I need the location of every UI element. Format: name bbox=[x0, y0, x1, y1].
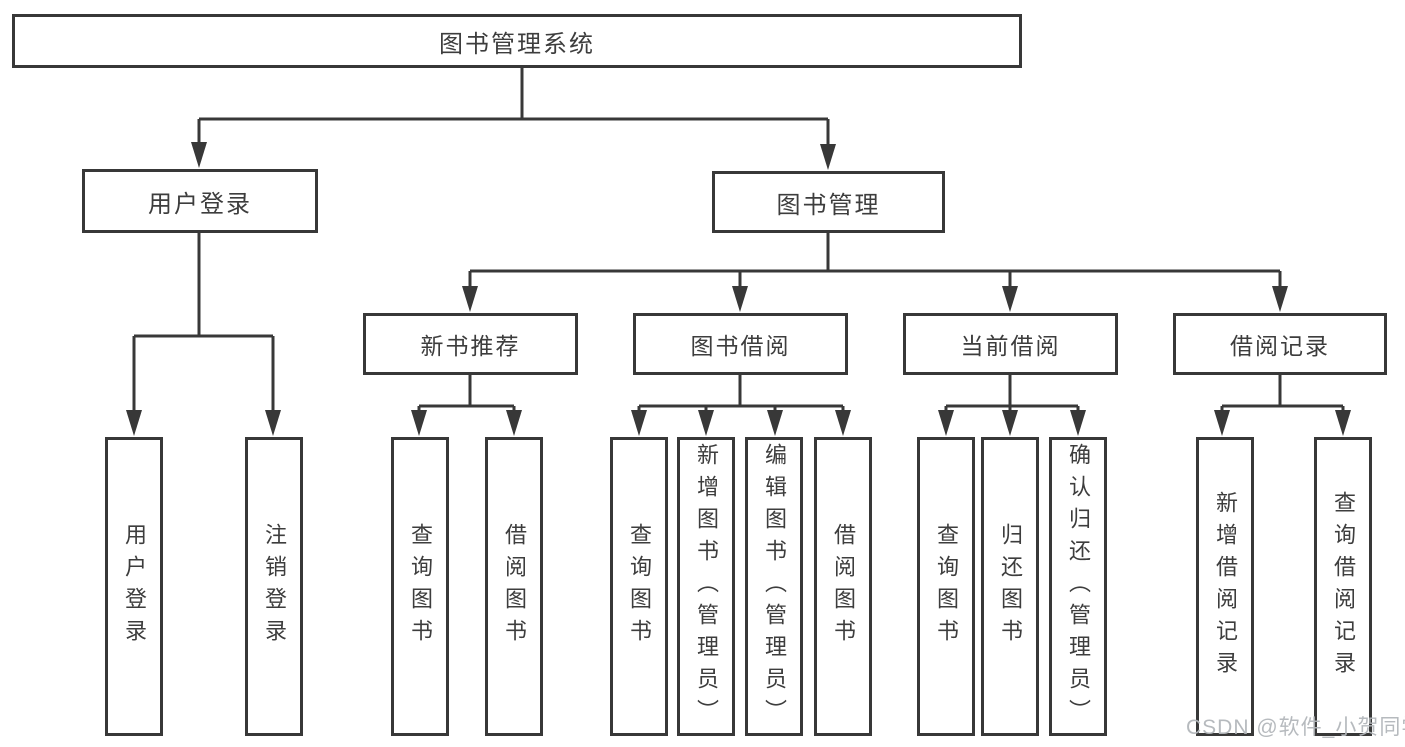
leaf-logout: 注销登录 bbox=[245, 437, 303, 736]
arrowhead-book-borrow bbox=[732, 286, 748, 312]
leaf-borrow-add-books-admin-label: 新增图书（管理员） bbox=[694, 442, 719, 731]
connector-new-book-recommend-branch bbox=[417, 375, 516, 418]
connector-book-management-branch bbox=[468, 233, 1282, 294]
arrowhead-leaf-login-1 bbox=[126, 410, 142, 436]
leaf-records-add-record: 新增借阅记录 bbox=[1196, 437, 1254, 736]
node-root: 图书管理系统 bbox=[12, 14, 1022, 68]
connector-borrow-records-branch bbox=[1220, 375, 1345, 418]
node-current-borrow-label: 当前借阅 bbox=[960, 333, 1061, 359]
leaf-borrow-borrow-books: 借阅图书 bbox=[814, 437, 872, 736]
leaf-records-query-record-label: 查询借阅记录 bbox=[1331, 490, 1356, 683]
leaf-borrow-query-books-label: 查询图书 bbox=[627, 522, 652, 651]
leaf-current-query-books-label: 查询图书 bbox=[934, 522, 959, 651]
node-root-label: 图书管理系统 bbox=[439, 30, 595, 58]
arrowhead-new-book-recommend bbox=[462, 286, 478, 312]
node-borrow-records-label: 借阅记录 bbox=[1230, 333, 1330, 359]
arrowhead-leaf-newbook-1 bbox=[411, 410, 427, 436]
arrowhead-leaf-borrow-1 bbox=[631, 410, 647, 436]
arrowhead-leaf-current-3 bbox=[1070, 410, 1086, 436]
arrowhead-leaf-borrow-2 bbox=[698, 410, 714, 436]
arrowhead-book-management bbox=[820, 144, 836, 170]
leaf-borrow-query-books: 查询图书 bbox=[610, 437, 668, 736]
arrowhead-leaf-records-2 bbox=[1335, 410, 1351, 436]
arrowhead-leaf-current-2 bbox=[1002, 410, 1018, 436]
leaf-current-query-books: 查询图书 bbox=[917, 437, 975, 736]
arrowhead-borrow-records bbox=[1272, 286, 1288, 312]
leaf-records-add-record-label: 新增借阅记录 bbox=[1213, 490, 1238, 683]
arrowhead-leaf-newbook-2 bbox=[506, 410, 522, 436]
leaf-current-return-books-label: 归还图书 bbox=[998, 522, 1023, 651]
connector-user-login-branch bbox=[132, 233, 275, 418]
node-borrow-records: 借阅记录 bbox=[1173, 313, 1387, 375]
leaf-current-confirm-return-admin: 确认归还（管理员） bbox=[1049, 437, 1107, 736]
node-book-borrow-label: 图书借阅 bbox=[690, 333, 791, 359]
node-current-borrow: 当前借阅 bbox=[903, 313, 1118, 375]
connector-root-to-level2 bbox=[197, 68, 830, 152]
node-user-login: 用户登录 bbox=[82, 169, 318, 233]
arrowhead-leaf-borrow-3 bbox=[767, 410, 783, 436]
node-book-borrow: 图书借阅 bbox=[633, 313, 848, 375]
leaf-current-return-books: 归还图书 bbox=[981, 437, 1039, 736]
arrowhead-leaf-records-1 bbox=[1214, 410, 1230, 436]
node-new-book-recommend-label: 新书推荐 bbox=[420, 333, 521, 359]
csdn-watermark: CSDN @软件_小贺同学 bbox=[1186, 716, 1405, 739]
arrowhead-leaf-borrow-4 bbox=[835, 410, 851, 436]
leaf-newbook-query-books-label: 查询图书 bbox=[408, 522, 433, 651]
leaf-logout-label: 注销登录 bbox=[262, 522, 287, 651]
node-new-book-recommend: 新书推荐 bbox=[363, 313, 578, 375]
leaf-records-query-record: 查询借阅记录 bbox=[1314, 437, 1372, 736]
leaf-borrow-edit-books-admin: 编辑图书（管理员） bbox=[745, 437, 803, 736]
leaf-newbook-query-books: 查询图书 bbox=[391, 437, 449, 736]
leaf-borrow-borrow-books-label: 借阅图书 bbox=[831, 522, 856, 651]
connector-book-borrow-branch bbox=[637, 375, 845, 418]
node-book-management: 图书管理 bbox=[712, 171, 945, 233]
arrowhead-user-login bbox=[191, 142, 207, 168]
leaf-borrow-add-books-admin: 新增图书（管理员） bbox=[677, 437, 735, 736]
leaf-borrow-edit-books-admin-label: 编辑图书（管理员） bbox=[762, 442, 787, 731]
leaf-current-confirm-return-admin-label: 确认归还（管理员） bbox=[1066, 442, 1091, 731]
arrowhead-leaf-login-2 bbox=[265, 410, 281, 436]
arrowhead-current-borrow bbox=[1002, 286, 1018, 312]
node-book-management-label: 图书管理 bbox=[776, 191, 881, 219]
leaf-newbook-borrow-books: 借阅图书 bbox=[485, 437, 543, 736]
leaf-newbook-borrow-books-label: 借阅图书 bbox=[502, 522, 527, 651]
leaf-user-login-label: 用户登录 bbox=[122, 522, 147, 651]
arrowhead-leaf-current-1 bbox=[938, 410, 954, 436]
node-user-login-label: 用户登录 bbox=[148, 190, 252, 218]
leaf-user-login: 用户登录 bbox=[105, 437, 163, 736]
